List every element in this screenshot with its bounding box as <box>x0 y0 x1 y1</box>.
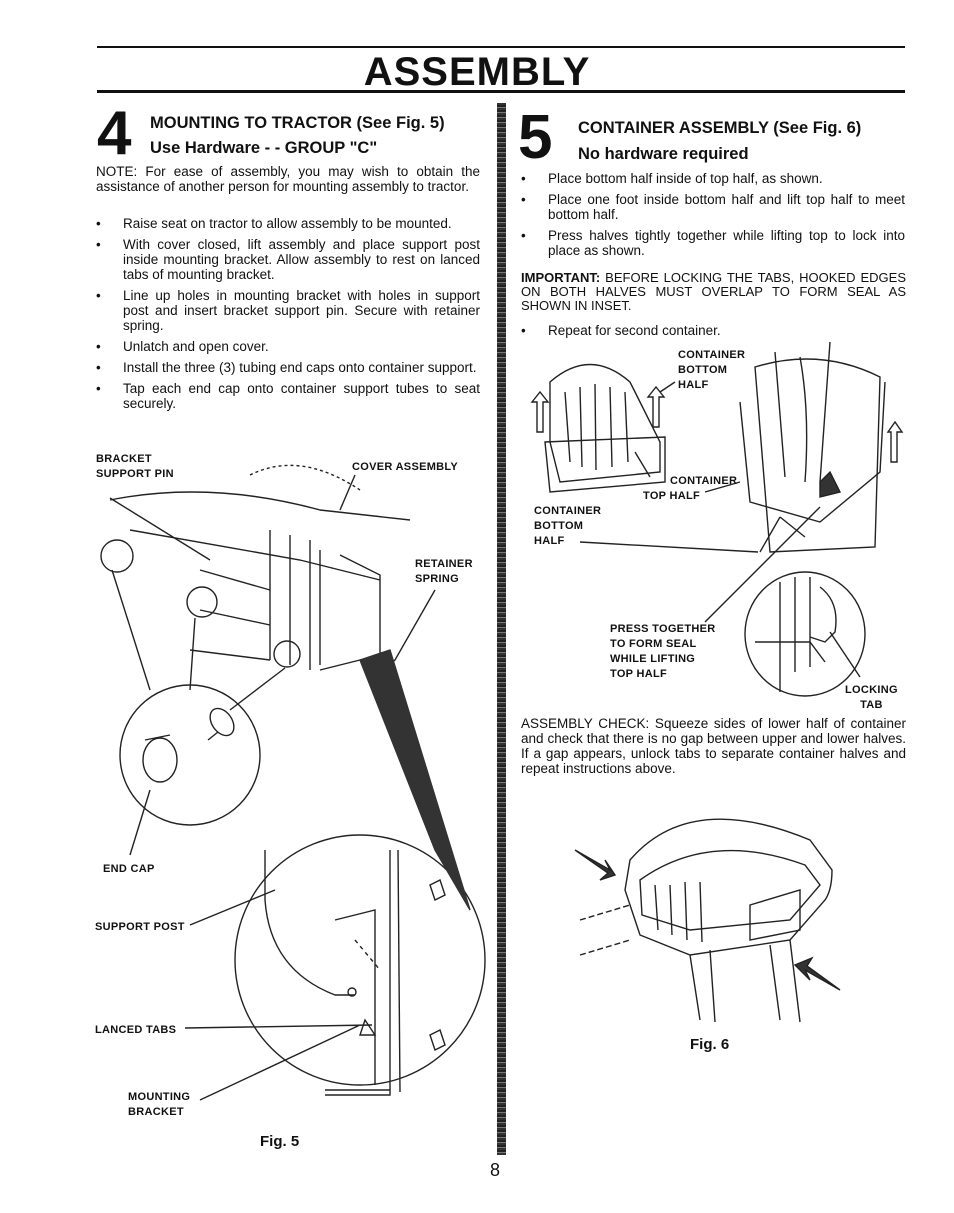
important-label: IMPORTANT: <box>521 270 601 285</box>
figure-5-illustration <box>100 464 486 1101</box>
list-item: Place one foot inside bottom half and li… <box>521 192 905 222</box>
label-end-cap: END CAP <box>103 863 155 875</box>
figure-6-caption: Fig. 6 <box>690 1036 730 1053</box>
label-support-post: SUPPORT POST <box>95 921 185 933</box>
step-4-number: 4 <box>97 99 132 168</box>
label-line: WHILE LIFTING <box>610 653 696 665</box>
step-4-heading: MOUNTING TO TRACTOR (See Fig. 5) <box>150 114 445 132</box>
step-5-number: 5 <box>518 103 553 172</box>
step-4-note: NOTE: For ease of assembly, you may wish… <box>96 164 480 194</box>
list-item: Repeat for second container. <box>521 323 905 338</box>
container-assembly-illustration <box>530 342 904 697</box>
label-mounting-bracket: MOUNTING BRACKET <box>128 1090 190 1120</box>
step-5-important: IMPORTANT: BEFORE LOCKING THE TABS, HOOK… <box>521 271 906 313</box>
column-divider <box>497 103 506 1155</box>
label-line: SPRING <box>415 573 459 585</box>
title-underline <box>97 90 905 93</box>
figure-5-caption: Fig. 5 <box>260 1133 300 1150</box>
step-5-heading: CONTAINER ASSEMBLY (See Fig. 6) <box>578 119 862 137</box>
figure-6-illustration <box>574 818 841 1023</box>
label-line: TOP HALF <box>610 668 667 680</box>
label-line: BOTTOM <box>534 520 584 532</box>
step-5-subheading: No hardware required <box>578 145 749 163</box>
list-item: Tap each end cap onto container support … <box>96 381 480 411</box>
list-item: Press halves tightly together while lift… <box>521 228 905 258</box>
step-4-bullets: Raise seat on tractor to allow assembly … <box>96 216 480 417</box>
note-label: NOTE: <box>96 164 138 179</box>
label-locking-tab: LOCKING TAB <box>845 683 898 713</box>
label-press-together: PRESS TOGETHER TO FORM SEAL WHILE LIFTIN… <box>610 622 715 682</box>
label-line: HALF <box>678 379 709 391</box>
label-container-bottom-half-a: CONTAINER BOTTOM HALF <box>678 348 745 393</box>
label-line: TO FORM SEAL <box>610 638 697 650</box>
list-item: With cover closed, lift assembly and pla… <box>96 237 480 282</box>
list-item: Raise seat on tractor to allow assembly … <box>96 216 480 231</box>
label-line: BRACKET <box>128 1106 184 1118</box>
label-line: BOTTOM <box>678 364 728 376</box>
list-item: Unlatch and open cover. <box>96 339 480 354</box>
label-line: HALF <box>534 535 565 547</box>
label-bracket-support-pin: BRACKET SUPPORT PIN <box>96 452 174 482</box>
page-number: 8 <box>490 1160 501 1180</box>
top-rule <box>97 46 905 48</box>
label-line: LOCKING <box>845 684 898 696</box>
label-line: RETAINER <box>415 558 473 570</box>
list-item: Install the three (3) tubing end caps on… <box>96 360 480 375</box>
label-cover-assembly: COVER ASSEMBLY <box>352 461 459 473</box>
page-title: ASSEMBLY <box>363 50 591 94</box>
assembly-check: ASSEMBLY CHECK: Squeeze sides of lower h… <box>521 716 906 776</box>
label-container-bottom-half-b: CONTAINER BOTTOM HALF <box>534 504 601 549</box>
note-text: For ease of assembly, you may wish to ob… <box>96 164 480 194</box>
label-line: CONTAINER <box>670 475 738 487</box>
label-line: SUPPORT PIN <box>96 468 174 480</box>
label-line: CONTAINER <box>678 349 746 361</box>
label-line: TOP HALF <box>643 490 700 502</box>
list-item: Place bottom half inside of top half, as… <box>521 171 905 186</box>
step-4-subheading: Use Hardware - - GROUP "C" <box>150 139 378 157</box>
label-line: TAB <box>860 699 883 711</box>
label-container-top-half: CONTAINER TOP HALF <box>643 474 737 504</box>
label-line: MOUNTING <box>128 1091 191 1103</box>
step-5-bullets: Place bottom half inside of top half, as… <box>521 171 905 264</box>
step-5-bullet-last: Repeat for second container. <box>521 323 905 344</box>
label-retainer-spring: RETAINER SPRING <box>415 557 473 587</box>
list-item: Line up holes in mounting bracket with h… <box>96 288 480 333</box>
label-line: BRACKET <box>96 453 152 465</box>
important-text: BEFORE LOCKING THE TABS, HOOKED EDGES ON… <box>521 270 906 313</box>
label-lanced-tabs: LANCED TABS <box>95 1024 177 1036</box>
label-line: PRESS TOGETHER <box>610 623 716 635</box>
label-line: CONTAINER <box>534 505 602 517</box>
